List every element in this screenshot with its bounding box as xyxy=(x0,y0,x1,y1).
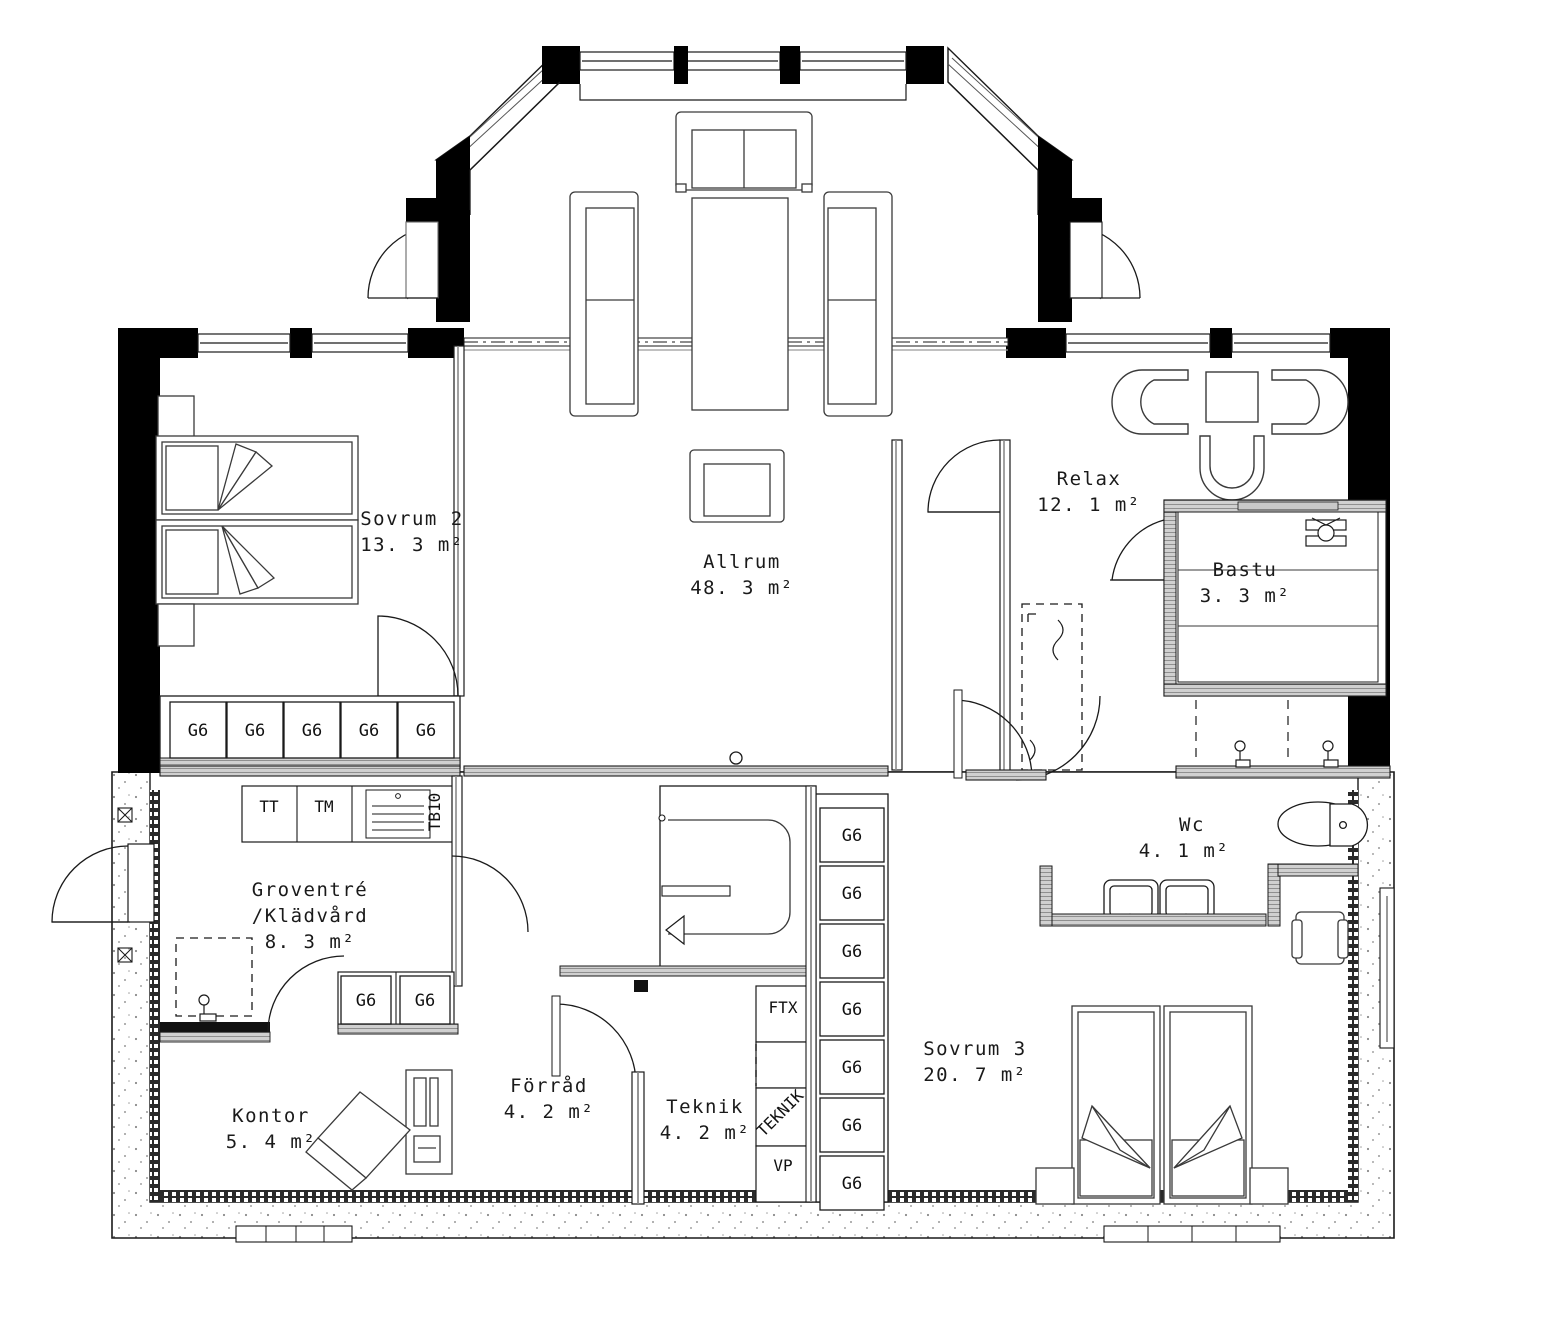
closet-label: G6 xyxy=(842,826,862,846)
shower-enclosure xyxy=(1021,603,1083,771)
closet-unit[interactable]: G6 xyxy=(340,975,392,1025)
room-label-relax: Relax 12. 1 m² xyxy=(1037,468,1141,516)
upper-exterior-walls xyxy=(118,328,1390,773)
bastu-room xyxy=(1110,499,1387,697)
wc-fixtures xyxy=(1039,700,1369,965)
closet-label: G6 xyxy=(842,1058,862,1078)
room-area: 4. 2 m² xyxy=(660,1122,751,1144)
equipment-tt[interactable]: TT xyxy=(259,797,279,816)
room-name: Wc xyxy=(1179,814,1205,836)
closet-label: G6 xyxy=(842,1000,862,1020)
sovrum2-furniture xyxy=(155,395,359,647)
foundation-openings xyxy=(235,887,1395,1243)
closet-label: G6 xyxy=(302,721,322,741)
room-area: 12. 1 m² xyxy=(1037,494,1141,516)
equipment-label: TM xyxy=(314,797,333,816)
room-label-wc: Wc 4. 1 m² xyxy=(1139,814,1230,862)
closet-unit[interactable]: G6 xyxy=(819,923,885,979)
room-area: 48. 3 m² xyxy=(690,577,794,599)
equipment-ftx[interactable]: FTX xyxy=(769,998,798,1017)
room-label-sovrum3: Sovrum 3 20. 7 m² xyxy=(923,1038,1027,1086)
room-name: Bastu xyxy=(1213,559,1278,581)
entry-door-left xyxy=(367,198,470,322)
room-label-groventre: Groventré/Klädvård 8. 3 m² xyxy=(252,879,368,953)
closet-unit[interactable]: G6 xyxy=(819,865,885,921)
room-name: Relax xyxy=(1057,468,1122,490)
equipment-tm[interactable]: TM xyxy=(314,797,333,816)
closet-unit[interactable]: G6 xyxy=(169,701,227,759)
room-label-allrum: Allrum 48. 3 m² xyxy=(690,551,794,599)
closet-unit[interactable]: G6 xyxy=(283,701,341,759)
entry-door-right xyxy=(1038,198,1141,322)
room-area: 20. 7 m² xyxy=(923,1064,1027,1086)
equipment-label: VP xyxy=(773,1156,792,1175)
closet-label: G6 xyxy=(359,721,379,741)
closet-unit[interactable]: G6 xyxy=(819,1097,885,1153)
room-label-kontor: Kontor 5. 4 m² xyxy=(226,1105,317,1153)
closet-label: G6 xyxy=(842,1116,862,1136)
room-name: Groventré xyxy=(252,879,368,901)
closet-unit[interactable]: G6 xyxy=(226,701,284,759)
closet-unit[interactable]: G6 xyxy=(340,701,398,759)
room-labels-layer: Sovrum 2 13. 3 m² Allrum 48. 3 m² Relax 12. 1… xyxy=(226,468,1291,1153)
closet-label: G6 xyxy=(842,942,862,962)
room-name-second-line: /Klädvård xyxy=(252,904,368,927)
room-name: Allrum xyxy=(703,551,781,573)
closet-label: G6 xyxy=(356,991,376,1011)
sovrum3-furniture xyxy=(1035,1005,1289,1205)
room-area: 8. 3 m² xyxy=(265,931,356,953)
closet-unit[interactable]: G6 xyxy=(819,807,885,863)
closet-label: G6 xyxy=(842,884,862,904)
room-name: Kontor xyxy=(232,1105,310,1127)
room-label-sovrum2: Sovrum 2 13. 3 m² xyxy=(360,508,464,556)
equipment-tb10[interactable]: TB10 xyxy=(425,793,444,832)
closet-label: G6 xyxy=(415,991,435,1011)
room-area: 5. 4 m² xyxy=(226,1131,317,1153)
closet-label: G6 xyxy=(416,721,436,741)
relax-partition-wall xyxy=(927,439,1011,777)
room-label-forrad: Förråd 4. 2 m² xyxy=(504,1074,595,1123)
room-name: Förråd xyxy=(510,1074,588,1097)
room-label-teknik: Teknik 4. 2 m² xyxy=(660,1096,751,1144)
closet-label: G6 xyxy=(188,721,208,741)
room-name: Sovrum 3 xyxy=(923,1038,1027,1060)
mid-horizontal-wall xyxy=(159,751,1391,781)
closet-label: G6 xyxy=(245,721,265,741)
exterior-door-left xyxy=(51,807,155,963)
equipment-label: TB10 xyxy=(425,793,444,832)
room-area: 4. 1 m² xyxy=(1139,840,1230,862)
room-area: 13. 3 m² xyxy=(360,534,464,556)
room-area: 4. 2 m² xyxy=(504,1101,595,1123)
equipment-label: FTX xyxy=(769,998,798,1017)
room-name: Teknik xyxy=(666,1096,744,1118)
room-name: Sovrum 2 xyxy=(360,508,464,530)
relax-furniture xyxy=(1111,369,1349,501)
closet-unit[interactable]: G6 xyxy=(397,701,455,759)
closet-unit[interactable]: G6 xyxy=(399,975,451,1025)
closet-unit[interactable]: G6 xyxy=(819,1155,885,1211)
equipment-label: TT xyxy=(259,797,279,816)
kontor-furniture xyxy=(305,1069,453,1191)
closet-unit[interactable]: G6 xyxy=(819,1039,885,1095)
closet-label: G6 xyxy=(842,1174,862,1194)
bay-window-structure xyxy=(434,46,1074,215)
room-area: 3. 3 m² xyxy=(1200,585,1291,607)
equipment-vp[interactable]: VP xyxy=(773,1156,792,1175)
allrum-furniture xyxy=(569,111,893,523)
room-label-bastu: Bastu 3. 3 m² xyxy=(1200,559,1291,607)
closet-unit[interactable]: G6 xyxy=(819,981,885,1037)
